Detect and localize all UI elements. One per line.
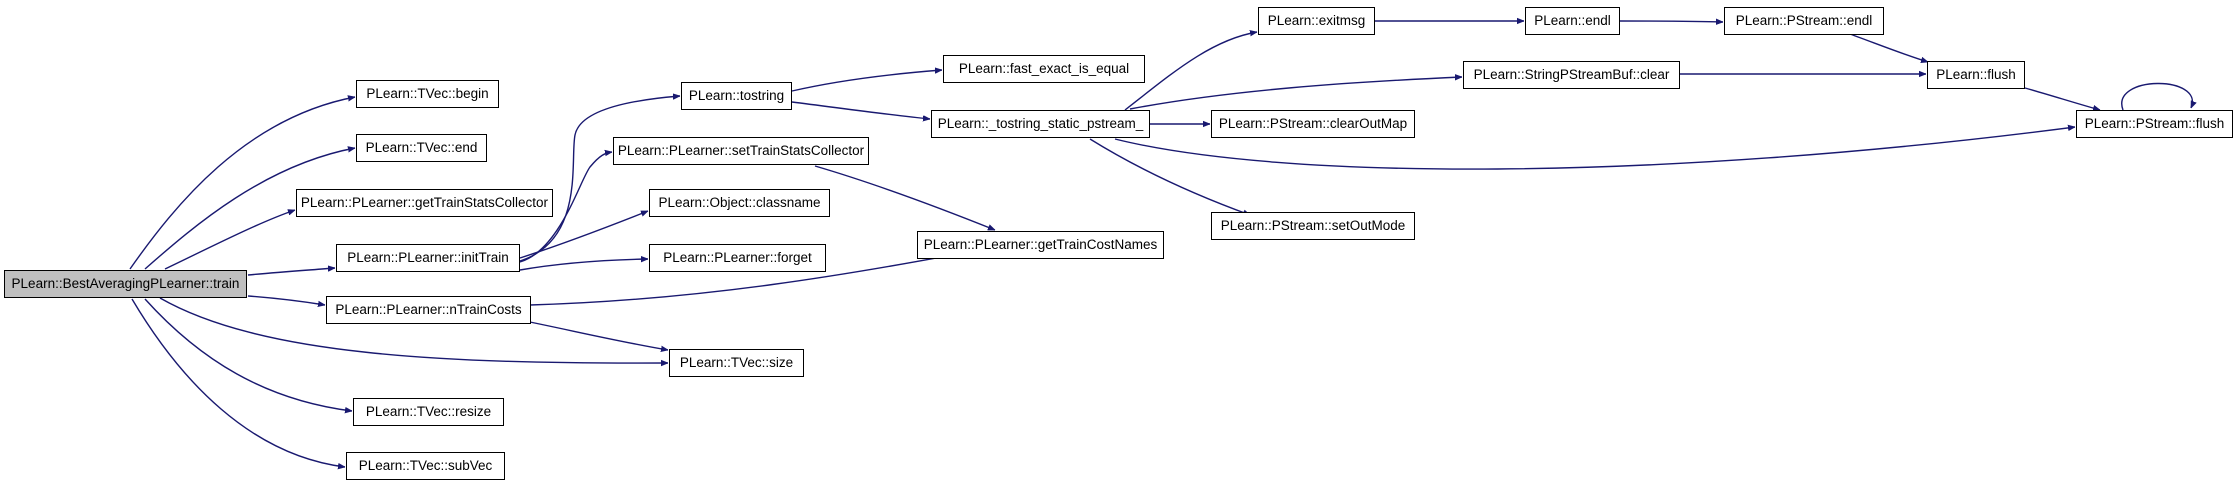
edge-tostring-tostring_static_pstream (791, 101, 930, 119)
node-stringpstreambuf-clear[interactable]: PLearn::StringPStreamBuf::clear (1463, 61, 1680, 89)
edge-train-begin (129, 97, 355, 270)
node-tvec-size[interactable]: PLearn::TVec::size (669, 349, 804, 377)
edge-pstream_flush-self (2121, 82, 2193, 111)
node-setOutMode[interactable]: PLearn::PStream::setOutMode (1211, 212, 1415, 240)
node-pstream-endl[interactable]: PLearn::PStream::endl (1724, 7, 1884, 35)
edge-train-getTrainStatsCollector (164, 210, 295, 270)
edge-flush-pstream_flush (2024, 87, 2100, 110)
node-nTrainCosts[interactable]: PLearn::PLearner::nTrainCosts (326, 296, 531, 324)
node-classname[interactable]: PLearn::Object::classname (649, 189, 830, 217)
node-getTrainStatsCollector[interactable]: PLearn::PLearner::getTrainStatsCollector (296, 189, 553, 217)
edge-train-resize (144, 298, 352, 411)
edge-initTrain-setTrainStatsCollector (519, 152, 612, 263)
edge-initTrain-tostring (519, 96, 680, 262)
node-tostring_static_pstream[interactable]: PLearn::_tostring_static_pstream_ (931, 110, 1150, 138)
node-besteavgplearner-train[interactable]: PLearn::BestAveragingPLearner::train (4, 270, 247, 298)
edge-initTrain-forget (519, 259, 648, 271)
node-tvec-subVec[interactable]: PLearn::TVec::subVec (346, 452, 505, 480)
edge-setTrainStatsCollector-getTrainCostNames (814, 165, 995, 231)
edge-tostring-fast_exact_is_equal (791, 70, 942, 92)
node-getTrainCostNames[interactable]: PLearn::PLearner::getTrainCostNames (917, 231, 1164, 259)
edge-tostring_static_pstream-stringpstreambuf_clear (1129, 77, 1462, 110)
edge-train-end (144, 148, 355, 270)
node-pstream-flush[interactable]: PLearn::PStream::flush (2076, 110, 2233, 138)
edge-train-nTrainCosts (247, 295, 325, 305)
edge-tostring_static_pstream-pstream_flush (1114, 127, 2075, 170)
node-tvec-resize[interactable]: PLearn::TVec::resize (353, 398, 504, 426)
node-tvec-end[interactable]: PLearn::TVec::end (356, 134, 487, 162)
edge-endl-pstream_endl (1619, 21, 1723, 22)
edge-initTrain-classname (519, 210, 648, 259)
edge-pstream_endl-flush (1849, 33, 1928, 62)
node-setTrainStatsCollector[interactable]: PLearn::PLearner::setTrainStatsCollector (613, 137, 869, 165)
node-tvec-begin[interactable]: PLearn::TVec::begin (356, 80, 499, 108)
edge-train-subVec (131, 298, 345, 467)
node-forget[interactable]: PLearn::PLearner::forget (649, 244, 826, 272)
node-initTrain[interactable]: PLearn::PLearner::initTrain (336, 244, 520, 272)
node-exitmsg[interactable]: PLearn::exitmsg (1258, 7, 1375, 35)
edge-tostring_static_pstream-exitmsg (1124, 32, 1257, 111)
node-endl[interactable]: PLearn::endl (1525, 7, 1620, 35)
node-fast_exact_is_equal[interactable]: PLearn::fast_exact_is_equal (943, 55, 1145, 83)
edge-tostring_static_pstream-setOutMode (1089, 138, 1250, 216)
edge-train-initTrain (247, 268, 335, 276)
node-tostring[interactable]: PLearn::tostring (681, 82, 792, 110)
node-clearOutMap[interactable]: PLearn::PStream::clearOutMap (1211, 110, 1415, 138)
edge-nTrainCosts-size (519, 319, 668, 350)
node-flush[interactable]: PLearn::flush (1927, 61, 2025, 89)
edge-train-size (159, 297, 668, 363)
